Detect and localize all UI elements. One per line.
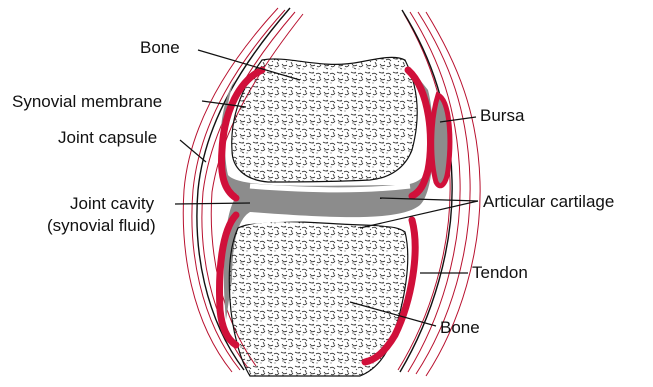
label-tendon: Tendon <box>472 263 528 283</box>
label-articular-cartilage: Articular cartilage <box>483 192 614 212</box>
label-joint-capsule: Joint capsule <box>58 128 157 148</box>
label-joint-cavity-line2: (synovial fluid) <box>47 216 156 236</box>
label-bone-bottom: Bone <box>440 318 480 338</box>
label-synovial-membrane: Synovial membrane <box>12 92 162 112</box>
label-joint-cavity-line1: Joint cavity <box>70 194 154 214</box>
label-bone-top: Bone <box>140 38 180 58</box>
bursa <box>432 95 450 186</box>
upper-bone <box>232 57 418 182</box>
label-bursa: Bursa <box>480 106 524 126</box>
